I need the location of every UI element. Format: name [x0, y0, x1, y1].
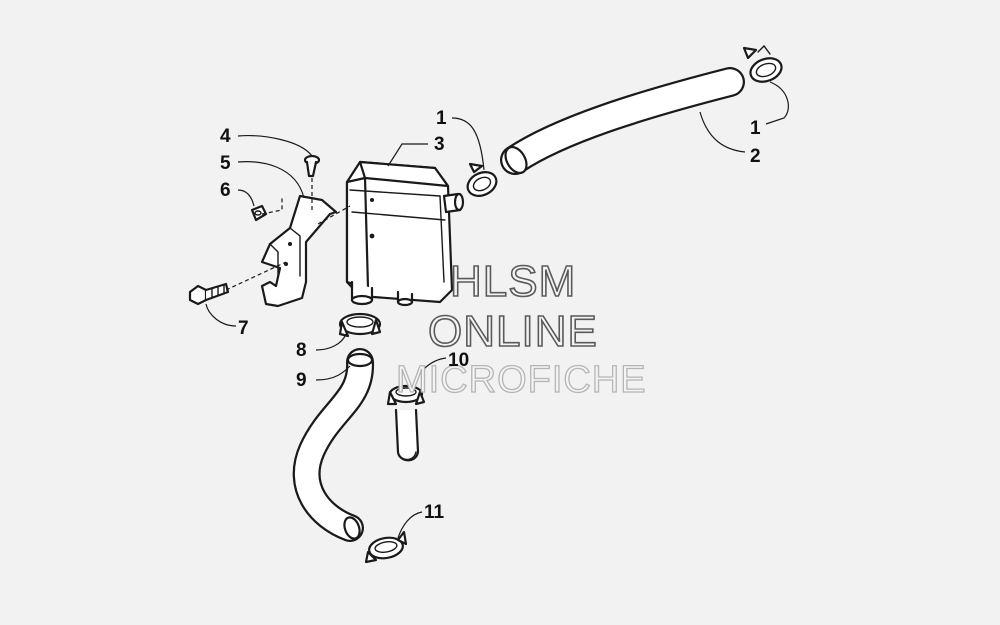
nut-path-line: [261, 196, 283, 215]
leader-6: [237, 189, 255, 207]
callout-5: 5: [220, 153, 231, 174]
nut-6: [250, 204, 268, 222]
callout-8: 8: [296, 340, 307, 361]
canister-box: [345, 160, 465, 307]
leader-11: [397, 511, 423, 539]
callout-7: 7: [238, 318, 249, 339]
upper-hose: [500, 67, 745, 175]
leader-10: [411, 357, 447, 389]
mounting-bracket: [260, 194, 338, 308]
leader-1-middle: [451, 117, 485, 171]
callout-2: 2: [750, 146, 761, 167]
callout-4: 4: [220, 126, 231, 147]
bolt-7: [188, 282, 230, 306]
clamp-10: [386, 384, 426, 462]
watermark-line-1: HLSM: [450, 257, 576, 306]
middle-clamp: [466, 162, 498, 197]
bracket-path-line: [317, 205, 351, 225]
callout-3: 3: [434, 134, 445, 155]
leader-4: [237, 135, 313, 157]
callout-11: 11: [424, 502, 445, 523]
watermark-line-2: ONLINE: [428, 307, 598, 356]
leader-1-right: [765, 81, 789, 125]
clamp-11: [364, 530, 408, 564]
leader-8: [315, 333, 347, 351]
leader-7: [205, 303, 237, 327]
upper-right-clamp: [742, 44, 783, 83]
callout-10: 10: [448, 350, 469, 371]
callout-6: 6: [220, 180, 231, 201]
clamp-8: [338, 312, 382, 338]
watermark-line-3: MICROFICHE: [396, 359, 647, 401]
leader-3: [387, 143, 428, 167]
lower-hose: [292, 348, 375, 542]
screw-4: [303, 154, 321, 178]
callout-9: 9: [296, 370, 307, 391]
leader-5: [237, 161, 305, 199]
callout-1-right: 1: [750, 118, 761, 139]
leader-9: [315, 365, 351, 381]
leader-2: [699, 111, 746, 153]
callout-1-middle: 1: [436, 108, 447, 129]
